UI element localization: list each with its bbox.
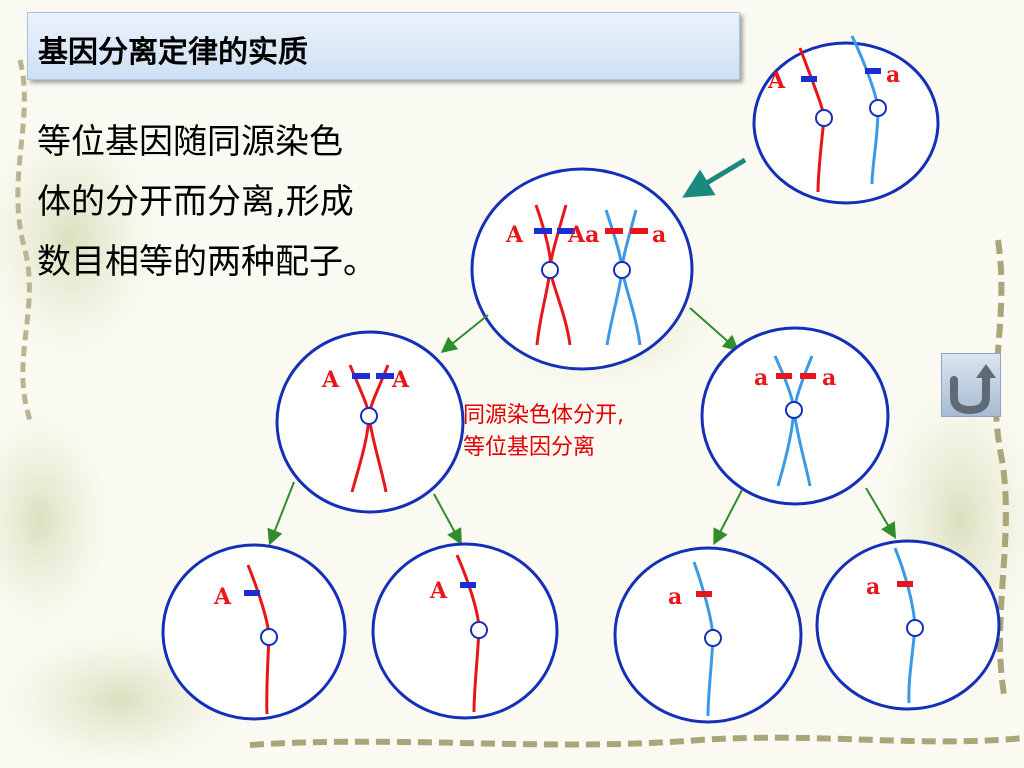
- u-turn-arrow-icon: [950, 364, 996, 415]
- gene-bar-a: [630, 228, 648, 234]
- gene-label-A: A: [321, 367, 340, 393]
- note-line-1: 同源染色体分开,: [463, 403, 624, 428]
- green-arrow: [433, 493, 462, 546]
- gene-bar-a: [897, 581, 913, 587]
- gene-bar-a: [776, 373, 792, 379]
- green-arrow: [267, 481, 295, 546]
- gene-label-a: a: [652, 222, 666, 248]
- gene-bar-a: [865, 68, 881, 74]
- cell-initial: A a: [752, 35, 940, 205]
- gene-bar-A: [352, 373, 370, 379]
- gene-label-a: a: [754, 365, 768, 391]
- cell-circle: [752, 41, 940, 205]
- green-arrow-right: [689, 307, 739, 352]
- gene-bar-A: [557, 228, 575, 234]
- description-text: 等位基因随同源染色 体的分开而分离,形成 数目相等的两种配子。: [37, 112, 477, 292]
- centromere: [906, 619, 924, 637]
- gene-label-a: a: [866, 574, 880, 600]
- description-line-3: 数目相等的两种配子。: [37, 242, 377, 282]
- gene-label-A: A: [429, 578, 448, 604]
- gene-bar-a: [800, 373, 816, 379]
- cell-circle: [470, 167, 694, 371]
- gene-label-A: A: [505, 222, 524, 248]
- gamete-a-2: a: [815, 539, 1001, 711]
- gene-label-Aa: Aa: [567, 222, 599, 248]
- gene-bar-a: [696, 591, 712, 597]
- green-arrow-left: [440, 314, 489, 354]
- gene-label-A: A: [213, 584, 232, 610]
- gene-bar-A: [460, 582, 476, 588]
- gene-label-A: A: [767, 68, 786, 94]
- gene-label-A: A: [391, 367, 410, 393]
- cell-aa: a a: [700, 326, 890, 506]
- separation-note: 同源染色体分开, 等位基因分离: [463, 400, 624, 464]
- description-line-1: 等位基因随同源染色: [37, 122, 343, 162]
- gene-label-a: a: [822, 365, 836, 391]
- cell-AA: A A: [275, 330, 465, 514]
- green-arrow: [713, 489, 743, 546]
- slide-title: 基因分离定律的实质: [38, 35, 308, 70]
- gamete-A-2: A: [371, 542, 559, 720]
- centromere: [613, 261, 631, 279]
- gamete-a-1: a: [613, 546, 803, 724]
- title-box: 基因分离定律的实质: [27, 12, 740, 80]
- gene-bar-A: [376, 373, 394, 379]
- centromere: [704, 629, 722, 647]
- gene-label-a: a: [886, 62, 900, 88]
- centromere: [869, 99, 887, 117]
- return-button[interactable]: [941, 353, 1001, 417]
- cell-circle: [371, 542, 559, 720]
- green-arrow: [865, 487, 897, 539]
- centromere: [260, 628, 278, 646]
- gene-bar-A: [534, 228, 552, 234]
- teal-arrow: [682, 157, 747, 198]
- note-line-2: 等位基因分离: [463, 435, 596, 460]
- centromere: [541, 261, 559, 279]
- centromere: [785, 401, 803, 419]
- centromere: [470, 621, 488, 639]
- gene-bar-A: [801, 76, 817, 82]
- cell-circle: [161, 543, 347, 721]
- gene-bar-A: [244, 590, 260, 596]
- gene-bar-a: [605, 228, 623, 234]
- centromere: [360, 407, 378, 425]
- cell-replicated-pair: A Aa a: [470, 167, 694, 371]
- gene-label-a: a: [668, 584, 682, 610]
- description-line-2: 体的分开而分离,形成: [37, 182, 354, 222]
- centromere: [815, 109, 833, 127]
- gamete-A-1: A: [161, 543, 347, 721]
